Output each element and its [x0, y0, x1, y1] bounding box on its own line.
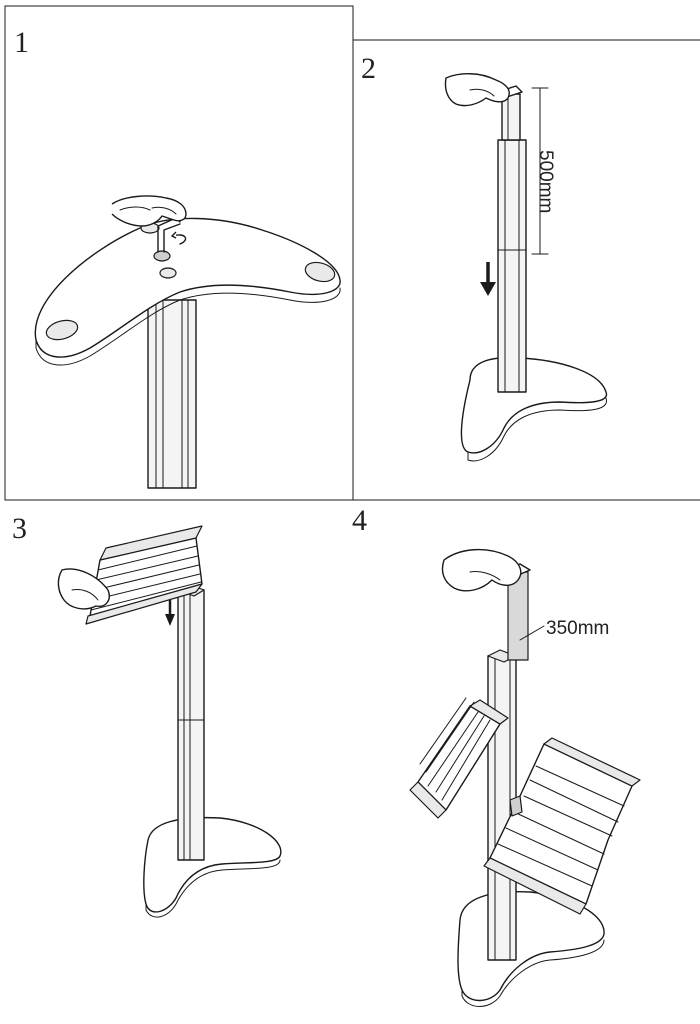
step-1-foot-pad-right — [304, 261, 336, 283]
panel-1-frame — [4, 5, 354, 501]
hand-icon — [441, 548, 522, 592]
rotate-arrow-head — [171, 231, 177, 239]
step-1-number: 1 — [14, 26, 29, 59]
step-4-panel: 4 350mm — [352, 504, 641, 1007]
step-1-top-plate — [34, 217, 341, 366]
down-arrow-icon — [480, 262, 496, 296]
step-2-base — [460, 356, 608, 462]
step-2-number: 2 — [361, 52, 376, 85]
step-2-panel: 2 500mm — [361, 52, 608, 462]
step-2-outer-pole — [497, 139, 527, 393]
dimension-line-icon — [531, 87, 549, 255]
panel-frames — [4, 5, 700, 501]
step-4-leader-line — [519, 625, 545, 641]
step-1-screw-hole — [159, 267, 177, 279]
step-1-pole — [147, 299, 197, 489]
step-2-inner-pole — [497, 85, 523, 141]
step-1-panel: 1 — [14, 26, 341, 489]
brochure-holder-icon — [409, 697, 509, 819]
brochure-holder-icon — [85, 525, 203, 625]
step-4-number: 4 — [352, 504, 367, 537]
step-1-foot-pad-left — [45, 319, 79, 341]
hand-icon — [444, 73, 510, 107]
step-3-base — [143, 816, 282, 918]
step-4-dimension-label: 350mm — [546, 618, 609, 639]
brochure-holder-icon — [483, 737, 641, 915]
step-3-pole — [177, 583, 205, 861]
step-3-panel: 3 — [12, 512, 282, 918]
step-2-dimension-label: 500mm — [535, 150, 556, 213]
hand-icon — [111, 195, 187, 227]
hand-icon — [57, 568, 110, 610]
step-3-number: 3 — [12, 512, 27, 545]
down-arrow-icon — [165, 600, 175, 626]
